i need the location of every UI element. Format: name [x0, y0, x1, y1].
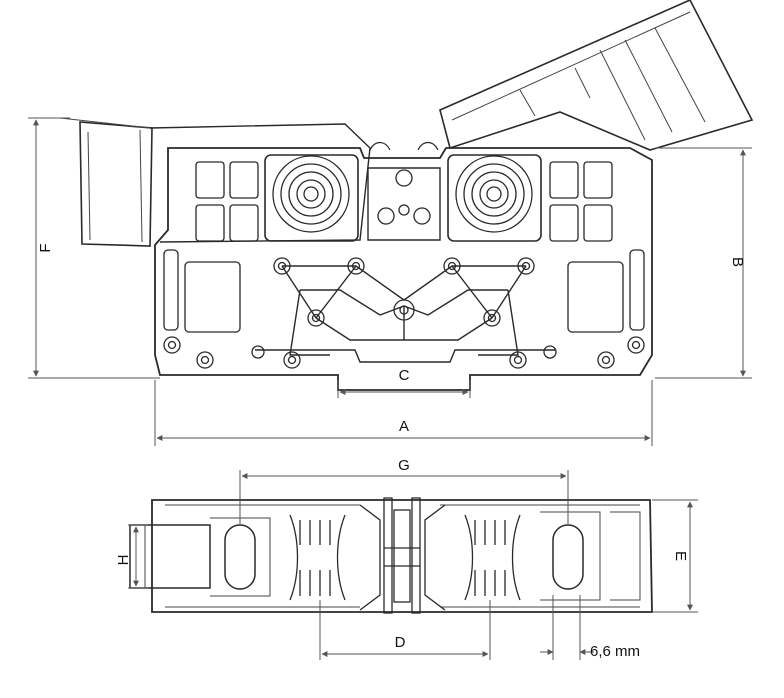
- dimension-a: A: [154, 380, 653, 446]
- dimension-h: H: [115, 524, 148, 589]
- lattice-web: [255, 265, 555, 363]
- label-e: E: [672, 551, 689, 561]
- label-f: F: [37, 243, 54, 252]
- label-c: C: [399, 367, 410, 384]
- dimension-g: G: [239, 457, 569, 525]
- body-screws: [163, 257, 645, 369]
- dimension-mm: 6,6 mm: [540, 595, 640, 660]
- left-spring: [289, 514, 346, 601]
- right-upper-pockets: [549, 161, 613, 242]
- right-clamp: [447, 154, 542, 242]
- label-g: G: [398, 457, 410, 474]
- top-body: [151, 499, 653, 613]
- dimension-e: E: [652, 499, 698, 613]
- center-busbar: [359, 497, 446, 614]
- left-clamp: [264, 154, 359, 242]
- left-upper-pockets: [195, 161, 259, 242]
- label-a: A: [399, 418, 409, 435]
- label-b: B: [729, 257, 746, 267]
- dimension-b: B: [655, 147, 752, 379]
- lower-pockets: [163, 249, 645, 333]
- dimension-f: F: [28, 117, 160, 379]
- terminal-body: [154, 147, 653, 391]
- side-view: F B C A: [28, 0, 754, 446]
- dimension-c: C: [337, 367, 471, 398]
- label-d: D: [395, 634, 406, 651]
- left-cover: [59, 117, 371, 247]
- top-view: G H E D 6,6 mm: [115, 457, 698, 660]
- dimension-d: D: [319, 600, 491, 660]
- center-section: [367, 141, 441, 241]
- label-h: H: [115, 555, 132, 566]
- right-cover: [439, 0, 754, 151]
- right-spring: [464, 514, 521, 601]
- right-entry: [540, 511, 641, 601]
- label-mm: 6,6 mm: [590, 643, 640, 660]
- left-entry: [129, 517, 271, 597]
